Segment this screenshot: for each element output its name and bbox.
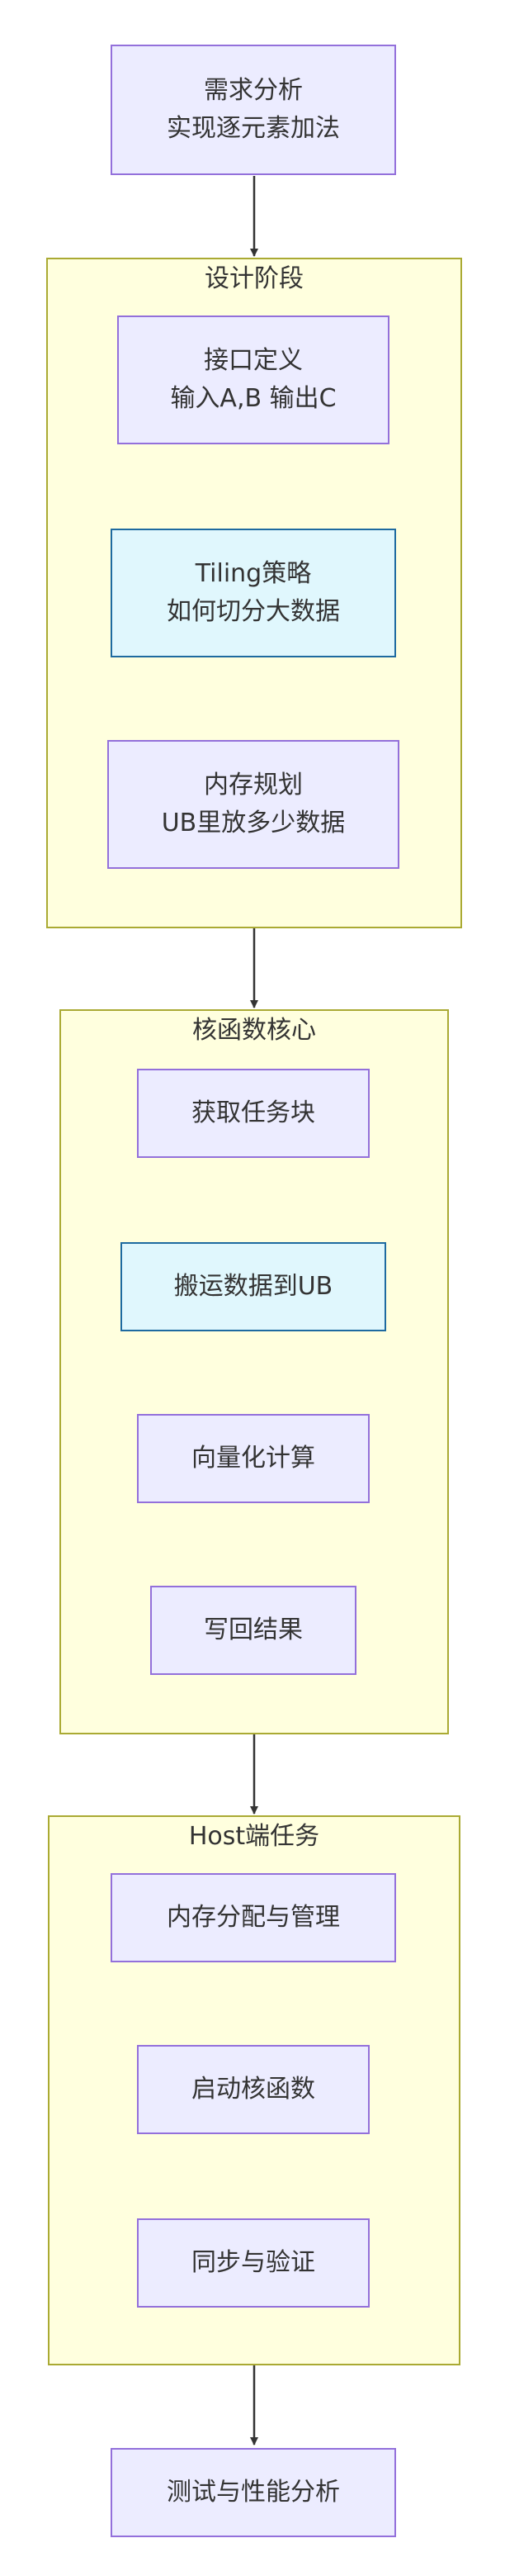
node-memory-planning: 内存规划 UB里放多少数据: [107, 740, 399, 869]
node-write-back-result-label: 写回结果: [204, 1615, 303, 1644]
node-memory-planning-detail: UB里放多少数据: [161, 809, 346, 837]
node-memory-allocation-label: 内存分配与管理: [167, 1903, 340, 1932]
node-interface-definition: 接口定义 输入A,B 输出C: [117, 315, 389, 444]
node-memory-planning-title: 内存规划: [204, 771, 303, 799]
node-sync-and-verify: 同步与验证: [137, 2218, 370, 2308]
node-get-task-block: 获取任务块: [137, 1069, 370, 1158]
group-design-phase-label: 设计阶段: [205, 264, 304, 293]
node-testing-and-profiling: 测试与性能分析: [111, 2448, 396, 2537]
node-vector-compute: 向量化计算: [137, 1414, 370, 1503]
node-requirements-analysis: 需求分析 实现逐元素加法: [111, 45, 396, 175]
node-interface-definition-title: 接口定义: [204, 346, 303, 375]
node-sync-and-verify-label: 同步与验证: [191, 2248, 315, 2277]
node-memory-allocation: 内存分配与管理: [111, 1873, 396, 1962]
node-requirements-analysis-title: 需求分析: [204, 76, 303, 105]
node-launch-kernel-label: 启动核函数: [191, 2075, 315, 2104]
node-tiling-strategy: Tiling策略 如何切分大数据: [111, 529, 396, 657]
node-get-task-block-label: 获取任务块: [191, 1098, 315, 1127]
node-vector-compute-label: 向量化计算: [191, 1444, 315, 1473]
node-requirements-analysis-detail: 实现逐元素加法: [167, 114, 340, 143]
node-move-data-to-ub-label: 搬运数据到UB: [173, 1272, 333, 1301]
node-interface-definition-detail: 输入A,B 输出C: [170, 384, 337, 413]
node-testing-and-profiling-label: 测试与性能分析: [167, 2478, 340, 2507]
node-write-back-result: 写回结果: [150, 1586, 356, 1675]
group-host-tasks-label: Host端任务: [188, 1822, 320, 1851]
node-launch-kernel: 启动核函数: [137, 2045, 370, 2134]
group-kernel-core-label: 核函数核心: [192, 1016, 316, 1045]
node-tiling-strategy-title: Tiling策略: [195, 559, 312, 588]
node-tiling-strategy-detail: 如何切分大数据: [167, 597, 340, 626]
node-move-data-to-ub: 搬运数据到UB: [120, 1242, 386, 1331]
